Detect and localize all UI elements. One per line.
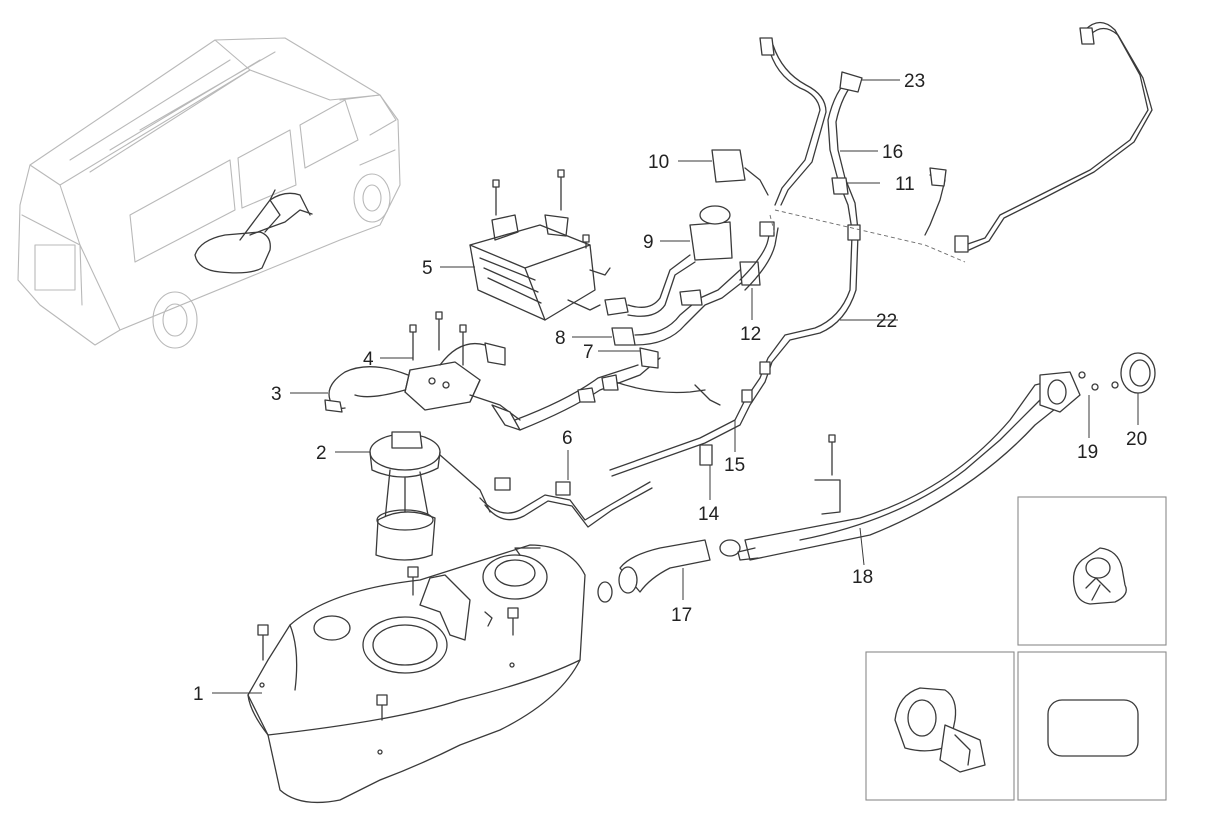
callout-18: 18 xyxy=(852,567,873,588)
callout-4: 4 xyxy=(363,349,374,370)
callout-3: 3 xyxy=(271,384,282,405)
callout-8: 8 xyxy=(555,328,566,349)
fuel-and-vapor-lines xyxy=(609,21,1153,477)
filler-cap-and-bolts xyxy=(1078,352,1156,394)
callout-14: 14 xyxy=(698,504,720,525)
callout-6: 6 xyxy=(562,428,573,449)
callout-9: 9 xyxy=(643,232,654,253)
van-locator-illustration xyxy=(17,37,401,349)
callout-10: 10 xyxy=(648,152,669,173)
fuel-tank xyxy=(247,544,586,804)
fuel-pump-module xyxy=(369,431,491,561)
charcoal-canister xyxy=(469,169,611,321)
callout-11: 11 xyxy=(895,174,915,195)
lower-clips-and-lines xyxy=(479,444,713,528)
callout-7: 7 xyxy=(583,342,594,363)
callout-12: 12 xyxy=(740,324,761,345)
detail-box-21 xyxy=(1017,651,1167,801)
callout-22: 22 xyxy=(876,311,897,332)
filler-neck-pipe xyxy=(737,371,1081,561)
callout-16: 16 xyxy=(882,142,903,163)
callout-20: 20 xyxy=(1126,429,1147,450)
filler-hose xyxy=(597,539,741,603)
callout-2: 2 xyxy=(316,443,327,464)
callout-5: 5 xyxy=(422,258,433,279)
leader-lines xyxy=(212,79,1139,694)
tank-mounting-bolts xyxy=(257,566,519,721)
callout-15: 15 xyxy=(724,455,745,476)
bolts-group-4 xyxy=(409,311,467,366)
callout-1: 1 xyxy=(193,684,204,705)
vapor-valve-and-hoses xyxy=(324,311,721,431)
callout-23: 23 xyxy=(904,71,925,92)
callout-17: 17 xyxy=(671,605,692,626)
callout-19: 19 xyxy=(1077,442,1098,463)
upper-vapor-hoses xyxy=(604,149,779,346)
detail-box-24 xyxy=(865,651,1015,801)
detail-box-13 xyxy=(1017,496,1167,646)
